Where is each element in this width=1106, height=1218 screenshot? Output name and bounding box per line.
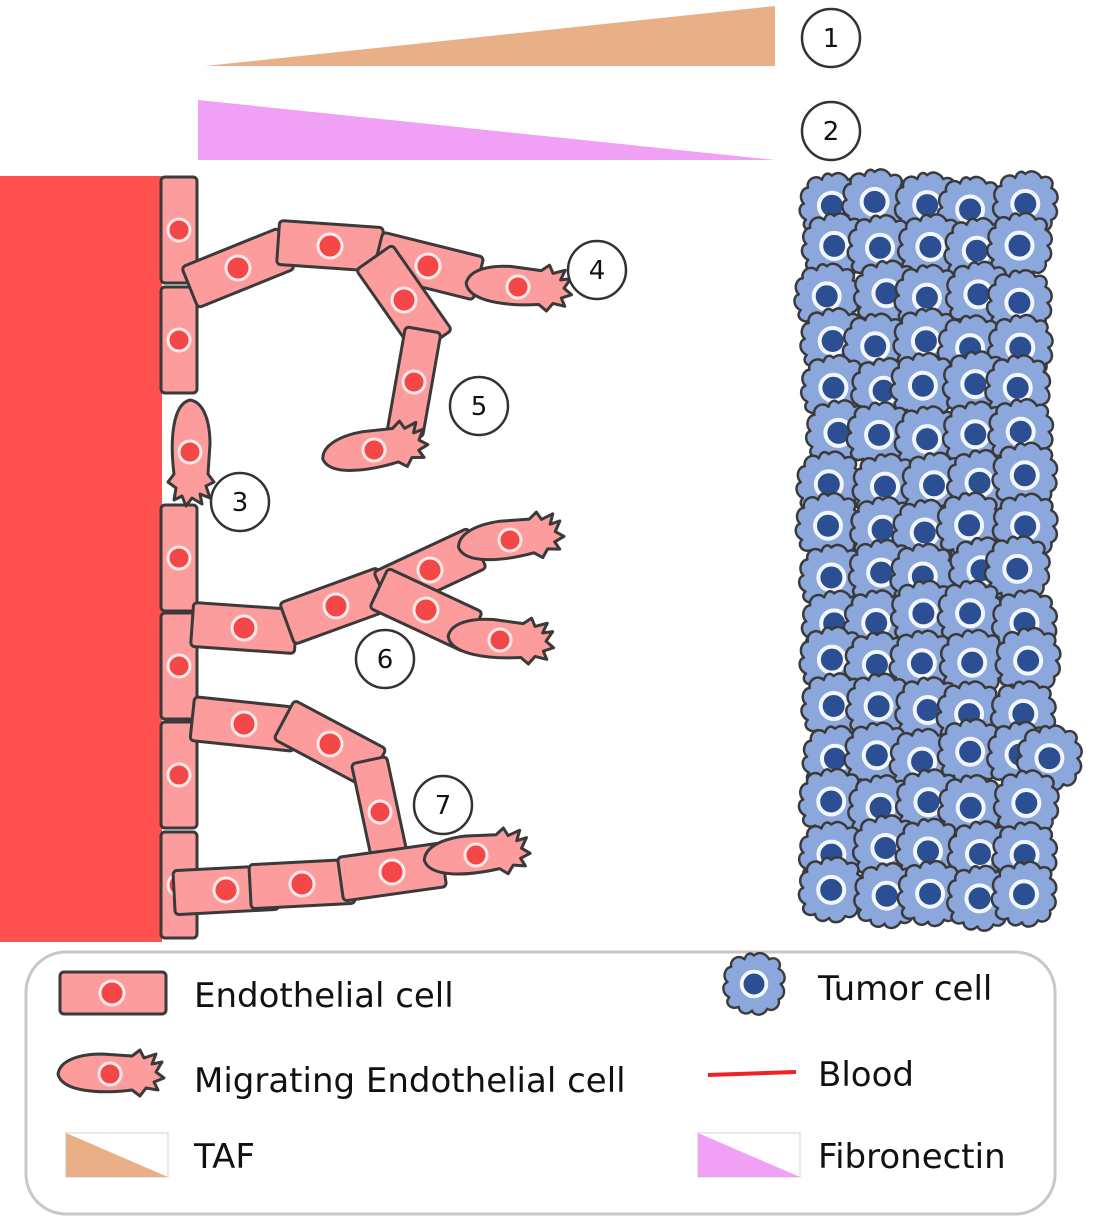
blood-vessel <box>0 176 162 942</box>
tumor-mass <box>792 167 1084 933</box>
step-marker-2: 2 <box>800 100 862 162</box>
legend-fibronectin-label: Fibronectin <box>818 1137 1006 1177</box>
legend-endothelial-cell-icon <box>58 970 168 1016</box>
legend-blood-icon <box>707 1070 797 1077</box>
migrating-endothelial-cell <box>166 398 216 508</box>
step-marker-7: 7 <box>412 774 474 836</box>
sprout-4-5 <box>180 218 576 483</box>
step-marker-3-label: 3 <box>232 488 249 518</box>
step-marker-6-label: 6 <box>377 645 394 675</box>
endothelial-cell <box>159 503 199 613</box>
fibronectin-gradient <box>198 100 775 160</box>
legend-tumor-cell-label: Tumor cell <box>817 969 992 1009</box>
legend-fibronectin-icon <box>697 1132 801 1178</box>
legend-tumor-cell-icon <box>721 951 787 1017</box>
legend-migrating-endothelial-cell-label: Migrating Endothelial cell <box>194 1061 626 1101</box>
legend-taf-icon <box>65 1132 169 1178</box>
step-marker-1: 1 <box>800 7 862 69</box>
endothelial-cell <box>159 285 199 395</box>
step-marker-6: 6 <box>354 628 416 690</box>
legend-migrating-endothelial-cell-icon <box>56 1048 166 1098</box>
tumor-cell <box>796 855 866 925</box>
step-marker-4: 4 <box>566 239 628 301</box>
tumor-cell <box>989 859 1059 929</box>
step-marker-7-label: 7 <box>435 791 452 821</box>
step-marker-5: 5 <box>448 375 510 437</box>
taf-gradient <box>205 6 775 66</box>
step-marker-4-label: 4 <box>589 256 606 286</box>
legend: Endothelial cell Migrating Endothelial c… <box>24 950 1057 1216</box>
legend-blood-label: Blood <box>818 1055 914 1095</box>
legend-taf-label: TAF <box>193 1137 255 1177</box>
step-marker-5-label: 5 <box>471 392 488 422</box>
step-marker-2-label: 2 <box>823 117 840 147</box>
step-marker-1-label: 1 <box>823 24 840 54</box>
sprout-7 <box>171 695 534 917</box>
legend-endothelial-cell-label: Endothelial cell <box>194 976 454 1016</box>
step-marker-3: 3 <box>209 471 271 533</box>
